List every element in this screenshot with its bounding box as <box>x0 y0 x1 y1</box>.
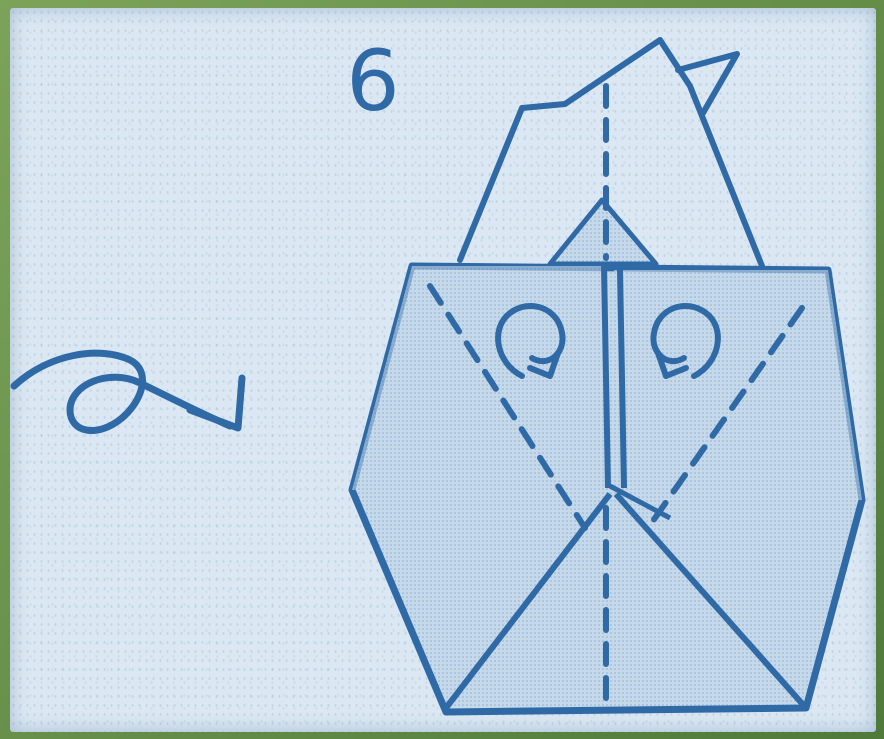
diagram-paper: 6 <box>10 8 876 732</box>
turn-over-arrow-icon <box>14 353 242 430</box>
origami-step-diagram <box>10 8 876 732</box>
